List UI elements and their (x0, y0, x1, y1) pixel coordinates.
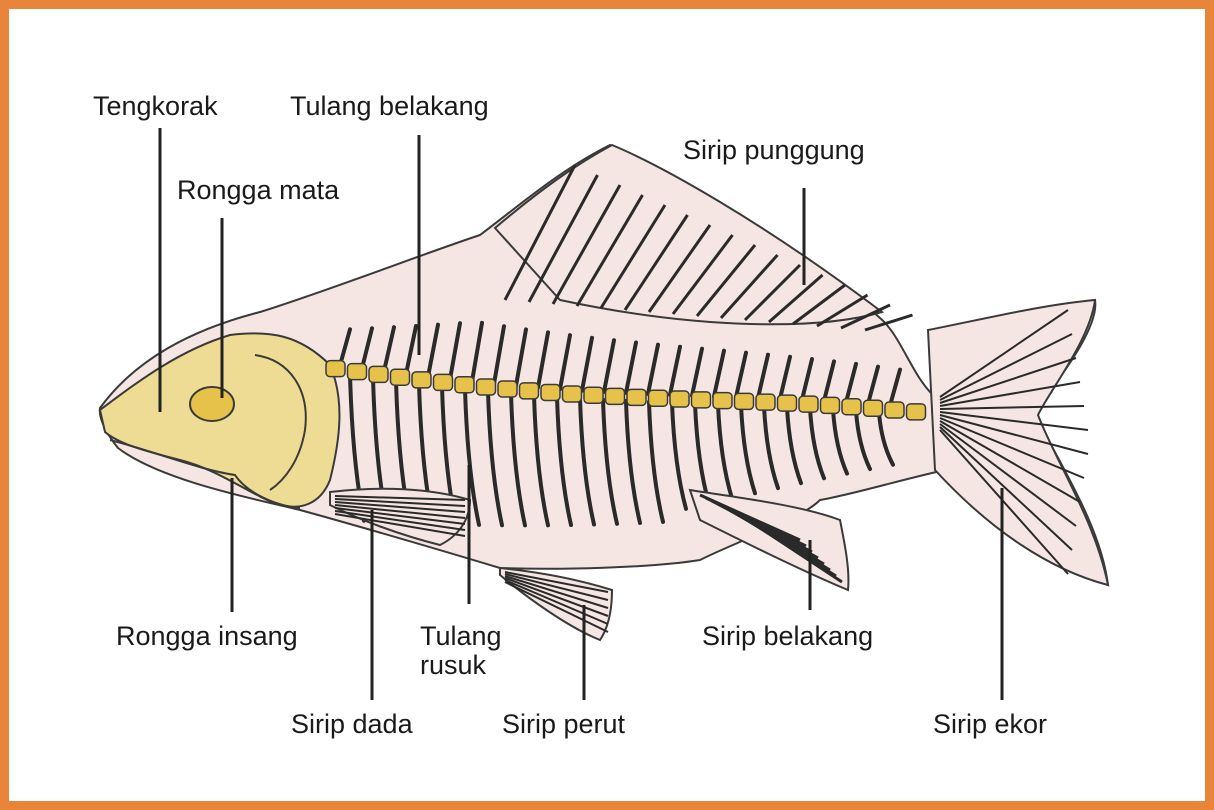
label-tulang-rusuk: Tulang rusuk (420, 622, 540, 680)
vertebra (842, 399, 861, 415)
tail-fin (928, 300, 1108, 585)
label-sirip-ekor: Sirip ekor (933, 710, 1047, 739)
label-sirip-belakang: Sirip belakang (702, 622, 873, 651)
label-tulang-rusuk-line1: Tulang (420, 622, 540, 651)
label-rongga-insang: Rongga insang (116, 622, 298, 651)
vertebra (864, 400, 883, 416)
label-sirip-dada: Sirip dada (291, 710, 413, 739)
vertebra (455, 377, 474, 393)
vertebra (670, 391, 689, 407)
label-sirip-perut: Sirip perut (502, 710, 625, 739)
vertebra (713, 393, 732, 409)
vertebra (756, 394, 775, 410)
vertebra (627, 389, 646, 405)
label-tengkorak: Tengkorak (93, 92, 218, 121)
label-tulang-belakang: Tulang belakang (290, 92, 489, 121)
vertebra (434, 374, 453, 390)
vertebra (907, 404, 926, 420)
vertebra (799, 396, 818, 412)
vertebra (821, 397, 840, 413)
vertebra (477, 379, 496, 395)
vertebra (326, 361, 345, 377)
label-rongga-mata: Rongga mata (177, 176, 339, 205)
vertebra (563, 386, 582, 402)
eye-socket (190, 387, 234, 421)
vertebra (391, 369, 410, 385)
vertebra (692, 392, 711, 408)
label-tulang-rusuk-line2: rusuk (420, 651, 540, 680)
vertebra (606, 388, 625, 404)
vertebra (541, 384, 560, 400)
label-sirip-punggung: Sirip punggung (683, 136, 865, 165)
vertebra (584, 387, 603, 403)
vertebra (498, 381, 517, 397)
vertebra (520, 383, 539, 399)
vertebra (649, 390, 668, 406)
vertebra (778, 395, 797, 411)
vertebra (735, 393, 754, 409)
vertebra (348, 364, 367, 380)
vertebra (885, 402, 904, 418)
vertebra (369, 366, 388, 382)
vertebra (412, 372, 431, 388)
